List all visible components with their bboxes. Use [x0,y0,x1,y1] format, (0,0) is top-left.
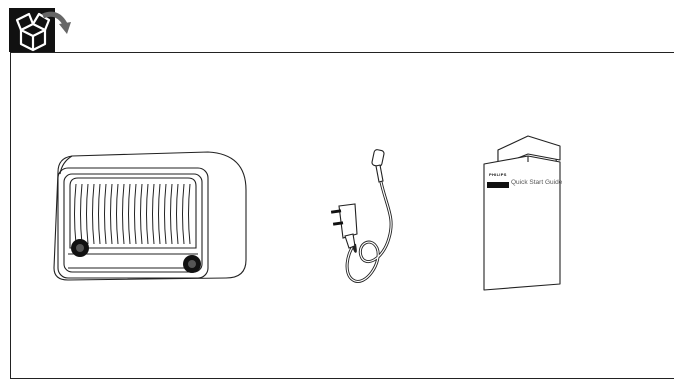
power-cord-icon [325,148,411,290]
box-open-icon [9,8,75,52]
quick-start-guide-icon: PHILIPS Quick Start Guide [476,132,572,292]
guide-brand-logo: PHILIPS [489,172,507,177]
contents-panel [10,52,674,379]
guide-title: Quick Start Guide [511,179,563,186]
radio-icon [48,150,248,282]
